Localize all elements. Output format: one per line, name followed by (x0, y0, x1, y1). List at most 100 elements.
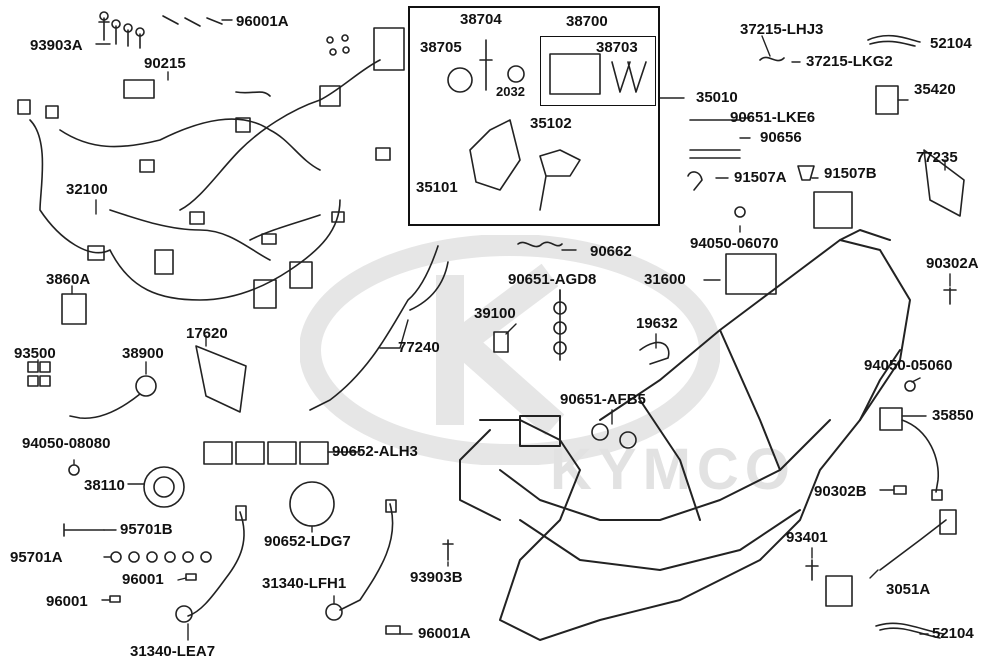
screw-93903B-icon (442, 539, 454, 561)
nut-94050-05060-icon (904, 380, 916, 392)
screw-96001-icon (185, 573, 197, 581)
ties-90651-AGD8-icon (553, 289, 567, 361)
clip-90662-icon (517, 241, 563, 248)
part-label: 95701B (120, 521, 173, 538)
part-label: 31340-LEA7 (130, 643, 216, 660)
clamps-90651-AFB5-icon (591, 423, 637, 449)
part-label: 90302B (814, 483, 867, 500)
bolt-95701B-icon (63, 523, 105, 537)
part-label: 90656 (760, 129, 802, 146)
key-set-subframe (540, 36, 656, 106)
part-label: 94050-08080 (22, 435, 111, 452)
kymco-logo-watermark (300, 235, 720, 465)
cable-38900-icon (69, 375, 157, 420)
part-label: 19632 (636, 315, 678, 332)
sensor-35420-icon (875, 85, 899, 115)
part-label: 95701A (10, 549, 63, 566)
bolt-90302B-icon (893, 485, 907, 495)
relay-90215-icon (123, 79, 155, 99)
clip-91507A-icon (687, 171, 703, 191)
screw-96001b-icon (109, 595, 121, 603)
part-label: 91507A (734, 169, 787, 186)
part-label: 52104 (930, 35, 972, 52)
part-label: 35102 (530, 115, 572, 132)
part-label: 38704 (460, 11, 502, 28)
cable-77240-icon (309, 245, 449, 411)
part-label: 38110 (84, 477, 125, 494)
key-set-frame (408, 6, 660, 226)
part-label: 94050-05060 (864, 357, 953, 374)
pin-52104b-icon (875, 622, 945, 639)
part-label: 90651-LKE6 (730, 109, 816, 126)
part-label: 37215-LKG2 (806, 53, 893, 70)
pin-52104-icon (867, 34, 921, 47)
part-label: 31600 (644, 271, 686, 288)
bolt-95701A-row-icon (110, 551, 212, 563)
clips-90652-ALH3-icon (203, 441, 329, 465)
clamp-19632-icon (639, 341, 670, 365)
part-label: 52104 (932, 625, 974, 642)
part-label: 17620 (186, 325, 228, 342)
part-label: 90652-ALH3 (332, 443, 418, 460)
part-label: 90651-AGD8 (508, 271, 597, 288)
bolt-93401-icon (805, 559, 819, 581)
bolt-90302A-icon (943, 287, 957, 305)
part-label: 90651-AFB5 (560, 391, 646, 408)
horn-38110-icon (143, 466, 185, 508)
part-label: 3860A (46, 271, 91, 288)
part-label: 93903B (410, 569, 463, 586)
part-label: 90662 (590, 243, 632, 260)
part-label: 37215-LHJ3 (740, 21, 824, 38)
part-label: 96001 (46, 593, 88, 610)
part-label: 35010 (696, 89, 738, 106)
part-label: 38700 (566, 13, 608, 30)
ignition-coil-3051A-icon (825, 509, 957, 607)
part-label: 77240 (398, 339, 440, 356)
bracket-77235-icon (923, 149, 965, 217)
ties-90656-icon (689, 119, 741, 159)
cover-17620-icon (195, 345, 247, 413)
clip-37215-icon (759, 56, 785, 62)
part-label: 35101 (416, 179, 458, 196)
part-label: 93500 (14, 345, 56, 362)
part-label: 38705 (420, 39, 462, 56)
part-label: 93903A (30, 37, 83, 54)
part-label: 96001A (236, 13, 289, 30)
part-label: 90652-LDG7 (264, 533, 351, 550)
wiring-harness-icon (17, 27, 405, 309)
clip-91507B-icon (797, 165, 815, 181)
nut-94050-06070-icon (734, 206, 746, 218)
scooter-frame-icon (459, 229, 911, 641)
screw-96001A-icon (385, 625, 401, 635)
sensor-35850-icon (879, 407, 943, 501)
part-label: 2032 (496, 84, 525, 99)
part-label: 35420 (914, 81, 956, 98)
ecu-box-icon (813, 191, 853, 229)
part-label: 38900 (122, 345, 164, 362)
unit-3860A-icon (61, 293, 87, 325)
watermark-text: KYMCO (550, 437, 796, 502)
part-label: 90302A (926, 255, 979, 272)
bolt-93500-icon (27, 361, 51, 387)
part-label: 32100 (66, 181, 108, 198)
part-label: 91507B (824, 165, 877, 182)
screw-set-icon (98, 11, 223, 49)
key-lock-set-icon (447, 39, 647, 211)
part-label: 93401 (786, 529, 828, 546)
part-39100-icon (493, 331, 509, 353)
part-label: 35850 (932, 407, 974, 424)
part-label: 96001A (418, 625, 471, 642)
part-label: 90215 (144, 55, 186, 72)
part-label: 39100 (474, 305, 516, 322)
part-label: 31340-LFH1 (262, 575, 347, 592)
part-label: 38703 (596, 39, 638, 56)
sensor-31340-LFH1-icon (325, 499, 397, 621)
part-label: 94050-06070 (690, 235, 779, 252)
nut-icon (68, 464, 80, 476)
regulator-31600-icon (725, 253, 777, 295)
band-90652-LDG7-icon (289, 481, 335, 527)
part-label: 96001 (122, 571, 164, 588)
sensor-31340-LEA7-icon (175, 505, 247, 623)
